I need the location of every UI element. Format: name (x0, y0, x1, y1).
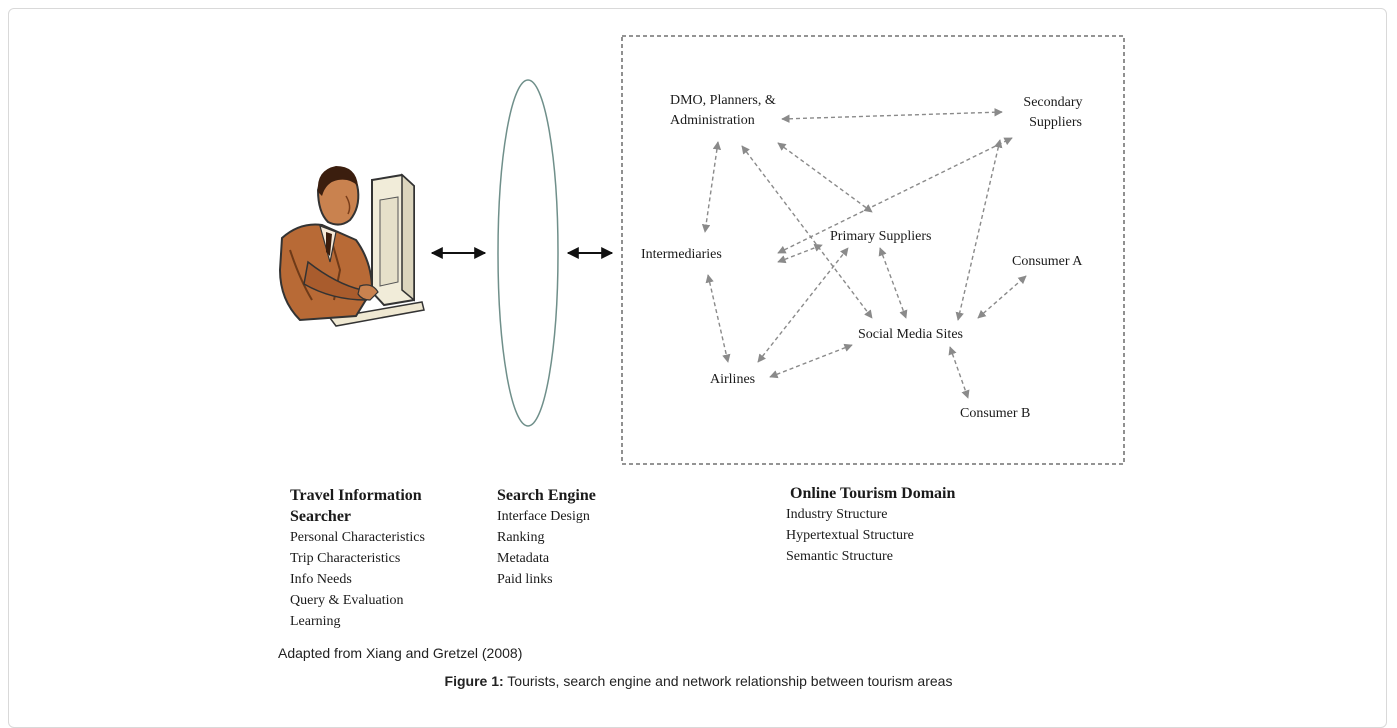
searcher-heading-line2: Searcher (290, 508, 352, 525)
tourism-domain-item: Industry Structure (786, 507, 888, 522)
searcher-item: Query & Evaluation (290, 593, 404, 608)
searcher-item: Trip Characteristics (290, 551, 401, 566)
link-intermediaries-airlines (705, 274, 731, 363)
tourism-domain-legend: Online Tourism Domain Industry Structure… (786, 483, 956, 567)
link-dmo-primary (777, 142, 873, 213)
node-airlines: Airlines (710, 372, 755, 387)
node-secondary-suppliers: Secondary Suppliers (1023, 95, 1086, 130)
node-intermediaries: Intermediaries (641, 247, 722, 262)
searcher-item: Personal Characteristics (290, 530, 425, 545)
search-engine-legend: Search Engine Interface Design Ranking M… (497, 485, 596, 590)
link-secondary-social (955, 139, 1003, 321)
node-dmo: DMO, Planners, & Administration (670, 93, 779, 128)
link-dmo-intermediaries (701, 141, 722, 233)
link-dmo-secondary (781, 108, 1003, 123)
link-social-consumer-a (977, 275, 1027, 319)
node-consumer-a: Consumer A (1012, 254, 1083, 269)
link-airlines-social (769, 343, 853, 379)
link-airlines-primary (757, 247, 849, 363)
link-primary-social (878, 247, 908, 319)
search-engine-item: Metadata (497, 551, 550, 566)
caption-text: Tourists, search engine and network rela… (503, 673, 953, 689)
searcher-legend: Travel Information Searcher Personal Cha… (290, 485, 425, 632)
node-consumer-b: Consumer B (960, 406, 1030, 421)
searcher-item: Info Needs (290, 572, 352, 587)
tourism-domain-heading: Online Tourism Domain (790, 485, 956, 502)
figure-caption: Figure 1: Tourists, search engine and ne… (0, 673, 1397, 689)
search-engine-item: Paid links (497, 572, 553, 587)
search-engine-ellipse (497, 79, 559, 427)
online-tourism-domain-box (621, 35, 1125, 465)
tourism-domain-item: Semantic Structure (786, 549, 893, 564)
search-engine-item: Interface Design (497, 509, 590, 524)
link-social-consumer-b (948, 346, 970, 399)
node-primary-suppliers: Primary Suppliers (830, 229, 932, 244)
caption-label: Figure 1: (444, 673, 504, 689)
search-engine-heading: Search Engine (497, 487, 596, 504)
source-note: Adapted from Xiang and Gretzel (2008) (278, 645, 523, 661)
searcher-person-icon (278, 166, 425, 327)
searcher-item: Learning (290, 614, 341, 629)
tourism-domain-item: Hypertextual Structure (786, 528, 914, 543)
link-intermediaries-primary (777, 243, 823, 264)
node-social-media-sites: Social Media Sites (858, 327, 963, 342)
network-diagram: DMO, Planners, & Administration Secondar… (278, 35, 1125, 465)
searcher-heading-line1: Travel Information (290, 487, 422, 504)
search-engine-item: Ranking (497, 530, 545, 545)
